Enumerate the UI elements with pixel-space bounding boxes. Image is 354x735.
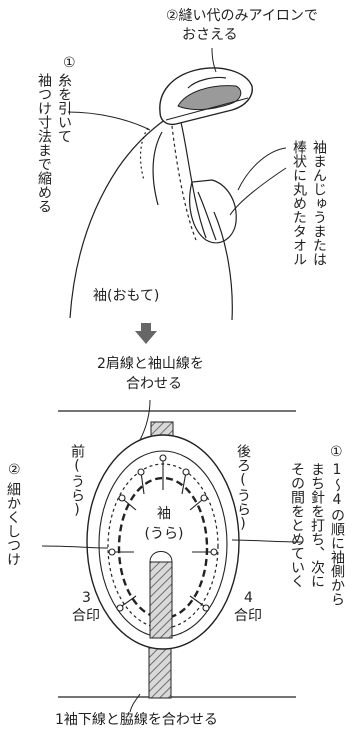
pin-text-col3: その間をとめていく	[289, 462, 305, 588]
pin-marks	[108, 454, 218, 612]
shoulder-align-line2: 合わせる	[126, 376, 182, 392]
iron-icon	[159, 67, 253, 126]
mark4-label: 合印	[234, 608, 262, 624]
towel-text-col1: 袖まんじゅうまたは	[311, 140, 327, 266]
mark3-label: 合印	[72, 608, 100, 624]
iron-instruction-line2: おさえる	[182, 27, 238, 43]
shoulder-align-line1: 2肩線と袖山線を	[97, 356, 204, 372]
sleeve-underarm-strip	[149, 561, 173, 639]
sleeve-center-label: 袖	[157, 506, 171, 522]
sleeve-ham-towel	[189, 179, 237, 244]
step1-text-col1: 糸を引いて	[56, 73, 72, 143]
pin-number: ①	[330, 444, 343, 460]
sleeve-wrong-side-label: (うら)	[144, 526, 184, 542]
front-wrong-side-label: 前(うら)	[69, 444, 85, 518]
mark4-number: 4	[244, 590, 253, 606]
back-wrong-side-label: 後ろ(うら)	[235, 444, 251, 532]
baste-number: ②	[8, 462, 21, 478]
bodice-lines	[58, 410, 296, 698]
iron-instruction-line1: ②縫い代のみアイロンで	[166, 8, 318, 24]
top-leader-lines	[67, 47, 287, 216]
mark3-number: 3	[82, 590, 91, 606]
bottom-leader-lines	[41, 399, 303, 713]
step1-number: ①	[63, 55, 76, 71]
step1-text-col2: 袖つけ寸法まで縮める	[36, 73, 52, 213]
pin-text-col1: 1～4の順に袖側から	[329, 462, 345, 606]
baste-text: 細かくしつけ	[5, 482, 21, 566]
underarm-align-label: 1袖下線と脇線を合わせる	[55, 712, 218, 728]
towel-text-col2: 棒状に丸めたタオル	[291, 140, 307, 266]
sleeve-right-side-label: 袖(おもて)	[93, 288, 160, 304]
down-arrow-icon	[135, 323, 157, 344]
pin-text-col2: まち針を打ち、次に	[309, 462, 325, 588]
